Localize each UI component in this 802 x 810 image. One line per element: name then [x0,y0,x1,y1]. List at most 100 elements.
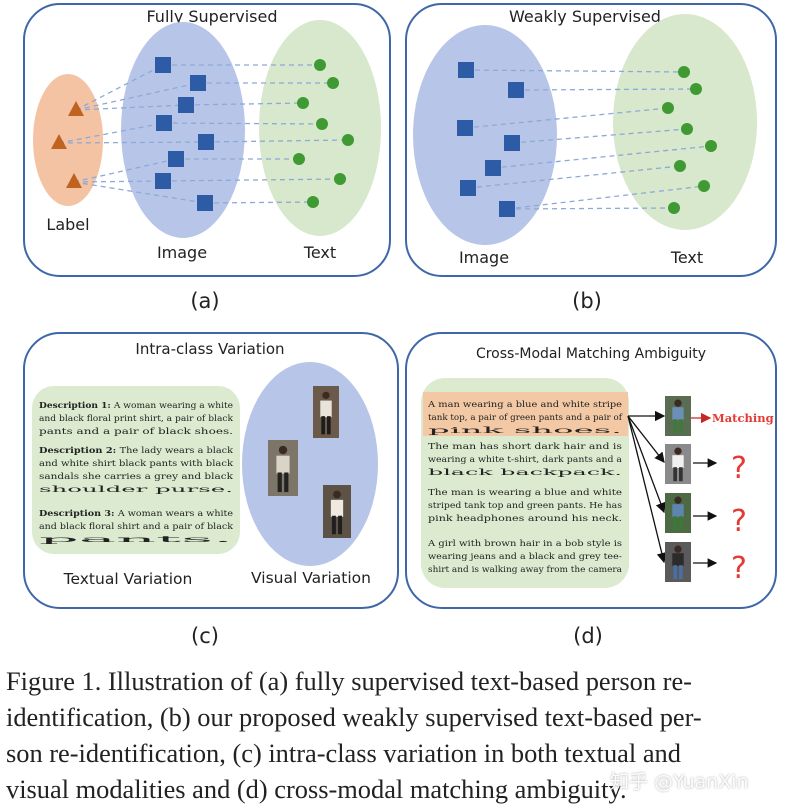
description-line: Description 3: A woman wears a white [39,509,233,519]
person-leg [679,565,683,580]
dashed-connection [75,82,199,111]
description-line: Description 1: A woman wearing a white [39,401,233,411]
query-arrow [627,415,666,514]
text-dot [681,123,693,135]
dashed-connection [205,139,349,143]
query-arrow [627,415,667,564]
image-square [485,160,501,176]
description-line: sandals she carries a grey and black [39,472,234,482]
person-head [674,496,682,504]
dashed-connection [75,104,187,111]
description-head: Description 3: [39,509,118,519]
image-group-label-b: Image [459,248,509,267]
question-mark-3: ? [731,551,747,586]
dashed-connection [185,102,304,106]
query-line: tank top, a pair of green pants and a pa… [428,413,623,423]
text-dot [668,202,680,214]
dashed-connection [515,88,697,91]
text-dot [690,83,702,95]
image-square [197,195,213,211]
query-line: wearing a white t-shirt, dark pants and … [428,455,622,465]
description-head: Description 2: [39,446,120,456]
person-head [674,545,682,553]
textual-descriptions: Description 1: A woman wearing a whitean… [39,401,234,545]
query-line: A man wearing a blue and white stripe [427,400,622,410]
person-leg [673,565,677,580]
text-dot [674,160,686,172]
label-triangle [66,173,82,188]
query-line: A girl with brown hair in a bob style is [427,539,622,549]
matching-label: Matching [712,411,774,425]
question-mark-2: ? [731,504,747,539]
panel-b-connections [464,69,712,210]
label-triangle [68,101,84,116]
matching-arrows [627,410,718,568]
person-head [674,399,682,407]
dashed-connection [58,141,207,144]
image-oval-b [413,25,557,245]
visual-variation-label: Visual Variation [251,569,371,587]
description-line: Description 2: The lady wears a black [39,446,234,456]
dashed-connection [162,178,341,182]
text-dot [705,140,717,152]
person-leg [679,419,683,434]
figure-panels: Fully Supervised Label Image Text (a) We… [23,3,777,648]
panel-b-marks [457,62,717,217]
panel-a-tag: (a) [190,289,219,313]
query-arrow [627,415,665,464]
panel-a-title: Fully Supervised [146,7,277,26]
description-head: Description 1: [39,401,114,411]
image-group-label-a: Image [157,243,207,262]
text-dot [314,59,326,71]
text-dot [334,173,346,185]
label-group-label: Label [46,215,89,234]
dashed-connection [204,201,314,204]
person-top [320,400,332,418]
person-top [672,553,684,566]
image-square [198,134,214,150]
person-leg [284,472,289,493]
dashed-connection [506,185,705,210]
caption-line-2: identification, (b) our proposed weakly … [6,702,702,732]
text-oval-b [613,14,757,230]
panel-d-tag: (d) [573,624,603,648]
person-leg [673,467,677,482]
image-oval-a [121,22,245,238]
image-square [458,62,474,78]
panel-c-tag: (c) [191,624,219,648]
description-text: The lady wears a black [120,446,234,456]
label-oval [33,74,103,206]
dashed-connection [465,69,685,73]
caption-line-4: visual modalities and (d) cross-modal ma… [6,774,627,804]
panel-b-tag: (b) [572,289,602,313]
image-square [155,57,171,73]
dashed-connection [492,145,712,169]
person-top [672,407,684,420]
dashed-connection [75,64,164,111]
person-leg [673,419,677,434]
description-line: shoulder purse. [39,485,233,495]
image-square [504,135,520,151]
image-square [460,180,476,196]
visual-oval [242,362,378,566]
panel-c-title: Intra-class Variation [135,340,284,358]
query-line: The man has short dark hair and is [428,442,622,452]
image-square [155,173,171,189]
visual-photos [268,386,351,538]
dashed-connection [511,128,688,144]
description-text: A woman wearing a white [113,401,233,411]
text-dot [342,134,354,146]
person-leg [673,516,677,531]
textual-desc-box [32,386,240,554]
dashed-connection [73,181,206,204]
person-top [330,499,344,517]
person-leg [327,416,331,435]
image-square [168,151,184,167]
person-head [333,490,341,499]
person-leg [331,515,336,535]
person-leg [679,516,683,531]
image-square [508,82,524,98]
person-top [276,455,290,474]
description-text: A woman wears a white [117,509,233,519]
dashed-connection [464,107,669,129]
